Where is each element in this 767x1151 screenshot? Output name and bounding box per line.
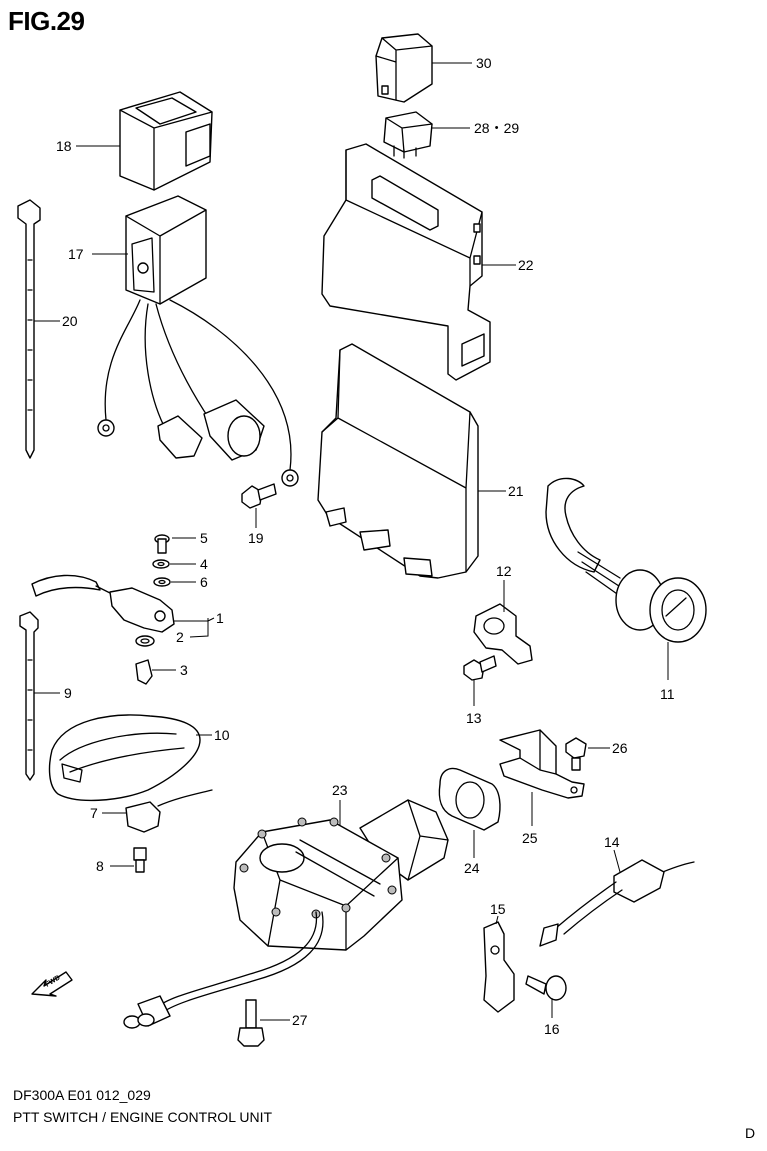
leader-1-2 xyxy=(174,617,215,638)
callout-14: 14 xyxy=(604,834,620,850)
part-15-clamp xyxy=(483,921,515,1013)
callout-21: 21 xyxy=(508,483,524,499)
part-28-29-relay xyxy=(383,111,433,159)
part-8-bolt xyxy=(133,847,147,873)
callout-20: 20 xyxy=(62,313,78,329)
callout-17: 17 xyxy=(68,246,84,262)
part-5-screw xyxy=(154,534,170,554)
part-14-sensor xyxy=(539,859,695,947)
part-23-ptt-motor xyxy=(123,799,449,1029)
part-3-clip xyxy=(135,659,153,685)
part-19-bolt xyxy=(241,483,277,509)
leader-15 xyxy=(495,915,499,925)
leader-14 xyxy=(613,849,621,873)
part-10-switch-cover xyxy=(48,714,201,802)
part-6-washer xyxy=(153,577,171,587)
fwd-arrow-icon: FWD xyxy=(31,971,73,997)
part-18-connector-boot xyxy=(119,91,213,191)
callout-12: 12 xyxy=(496,563,512,579)
part-2-washer xyxy=(135,635,155,647)
callout-8: 8 xyxy=(96,858,104,874)
part-26-bolt xyxy=(565,737,587,771)
callout-9: 9 xyxy=(64,685,72,701)
callout-5: 5 xyxy=(200,530,208,546)
caption-code: DF300A E01 012_029 xyxy=(13,1087,151,1103)
part-7-tilt-switch xyxy=(125,789,213,833)
callout-15: 15 xyxy=(490,901,506,917)
caption-name: PTT SWITCH / ENGINE CONTROL UNIT xyxy=(13,1109,273,1125)
part-21-engine-control-unit xyxy=(317,343,479,579)
part-4-washer xyxy=(152,559,170,569)
part-25-bracket xyxy=(499,729,585,799)
callout-28-29: 28・29 xyxy=(474,120,519,136)
callout-23: 23 xyxy=(332,782,348,798)
callout-1: 1 xyxy=(216,610,224,626)
part-22-ecu-cover xyxy=(321,143,491,381)
callout-30: 30 xyxy=(476,55,492,71)
part-11-ptt-switch xyxy=(545,477,707,643)
callout-6: 6 xyxy=(200,574,208,590)
callout-16: 16 xyxy=(544,1021,560,1037)
callout-10: 10 xyxy=(214,727,230,743)
callout-7: 7 xyxy=(90,805,98,821)
part-9-cable-tie xyxy=(19,611,39,781)
callout-26: 26 xyxy=(612,740,628,756)
part-13-bolt xyxy=(463,655,497,681)
callout-27: 27 xyxy=(292,1012,308,1028)
part-30-relay-cover xyxy=(375,33,433,103)
callout-13: 13 xyxy=(466,710,482,726)
callout-25: 25 xyxy=(522,830,538,846)
callout-24: 24 xyxy=(464,860,480,876)
figure-title: FIG.29 xyxy=(8,6,85,36)
callout-2: 2 xyxy=(176,629,184,645)
part-24-grommet xyxy=(438,767,501,831)
callout-4: 4 xyxy=(200,556,208,572)
part-27-bolt xyxy=(237,999,265,1047)
callout-19: 19 xyxy=(248,530,264,546)
callout-11: 11 xyxy=(660,686,675,702)
part-20-cable-tie xyxy=(17,199,41,459)
revision-letter: D xyxy=(745,1125,756,1141)
part-16-screw xyxy=(525,975,567,1001)
callout-18: 18 xyxy=(56,138,72,154)
callout-3: 3 xyxy=(180,662,188,678)
part-12-clamp xyxy=(473,603,533,665)
callout-22: 22 xyxy=(518,257,534,273)
part-17-control-module xyxy=(97,195,299,487)
part-1-trim-sensor xyxy=(31,574,175,633)
